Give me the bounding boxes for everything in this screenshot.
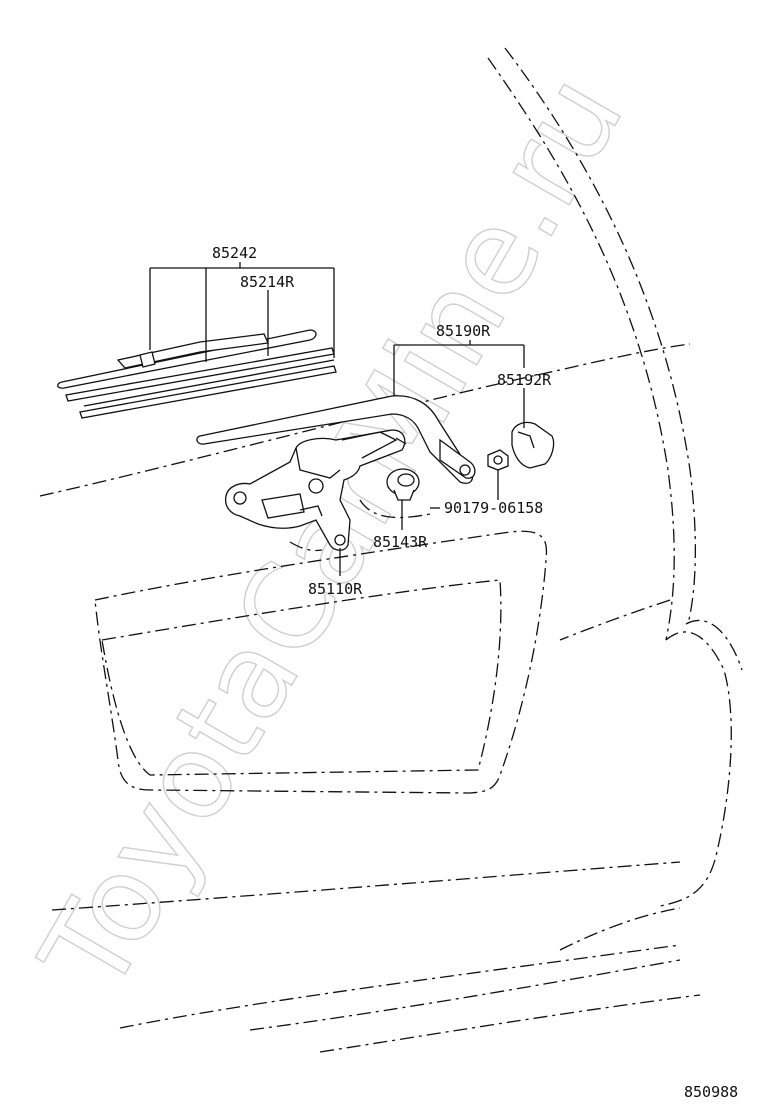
- wiper-motor: [224, 429, 407, 551]
- label-85242: 85242: [212, 244, 257, 262]
- label-85192R: 85192R: [497, 371, 552, 389]
- label-85214R: 85214R: [240, 273, 295, 291]
- label-90179-06158: 90179-06158: [444, 499, 543, 517]
- wiper-arm: [196, 395, 476, 484]
- wiper-blade-assembly: [57, 329, 337, 419]
- label-85190R: 85190R: [436, 322, 491, 340]
- label-85110R: 85110R: [308, 580, 363, 598]
- bushing: [386, 468, 420, 501]
- vehicle-body-outline: [39, 47, 743, 1053]
- part-labels: 85242 85214R 85190R 85192R 90179-06158 8…: [212, 244, 738, 1101]
- label-85143R: 85143R: [373, 533, 428, 551]
- wiper-arm-cap: [511, 421, 555, 469]
- leader-lines: [149, 262, 525, 576]
- nut: [487, 449, 509, 471]
- figure-number: 850988: [684, 1083, 738, 1101]
